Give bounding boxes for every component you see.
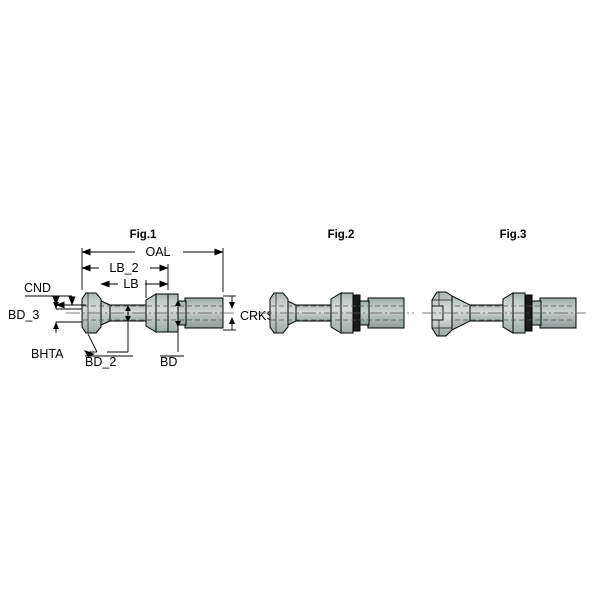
dimension-label-bd2: BD_2 [85, 355, 116, 369]
dimension-label-bhta: BHTA [31, 347, 64, 361]
dimension-label-lb: LB [123, 277, 138, 291]
figure-3-title: Fig.3 [500, 229, 527, 241]
bhta-leader-lines [84, 333, 98, 357]
fig1-part-geometry [66, 292, 236, 334]
dimension-label-lb2: LB_2 [109, 261, 138, 275]
crks-dimension-lines [223, 295, 236, 331]
fig3-part-geometry [422, 291, 586, 337]
bd2-leader-lines [85, 305, 133, 357]
figure-1-title: Fig.1 [130, 229, 157, 241]
bd-leader-lines [160, 300, 184, 357]
figure-2-group: Fig.2 [258, 229, 414, 334]
dimension-label-oal: OAL [145, 245, 170, 259]
dimension-label-bd3: BD_3 [8, 308, 39, 322]
figure-3-group: Fig.3 [422, 229, 586, 337]
fig1-dimension-lines [81, 248, 224, 298]
dimension-label-bd: BD [160, 355, 177, 369]
bd3-dimension-lines [53, 299, 82, 333]
fig2-part-geometry [258, 292, 414, 334]
dimension-label-crks: CRKS [240, 309, 275, 323]
fig1-hidden-lines [83, 305, 222, 321]
dimension-label-cnd: CND [24, 281, 51, 295]
fig3-hidden-lines [455, 305, 575, 321]
figure-2-title: Fig.2 [328, 229, 355, 241]
fig2-head [269, 292, 289, 334]
figure-1-group: Fig.1 [8, 229, 275, 369]
fig2-hidden-lines [271, 305, 403, 321]
